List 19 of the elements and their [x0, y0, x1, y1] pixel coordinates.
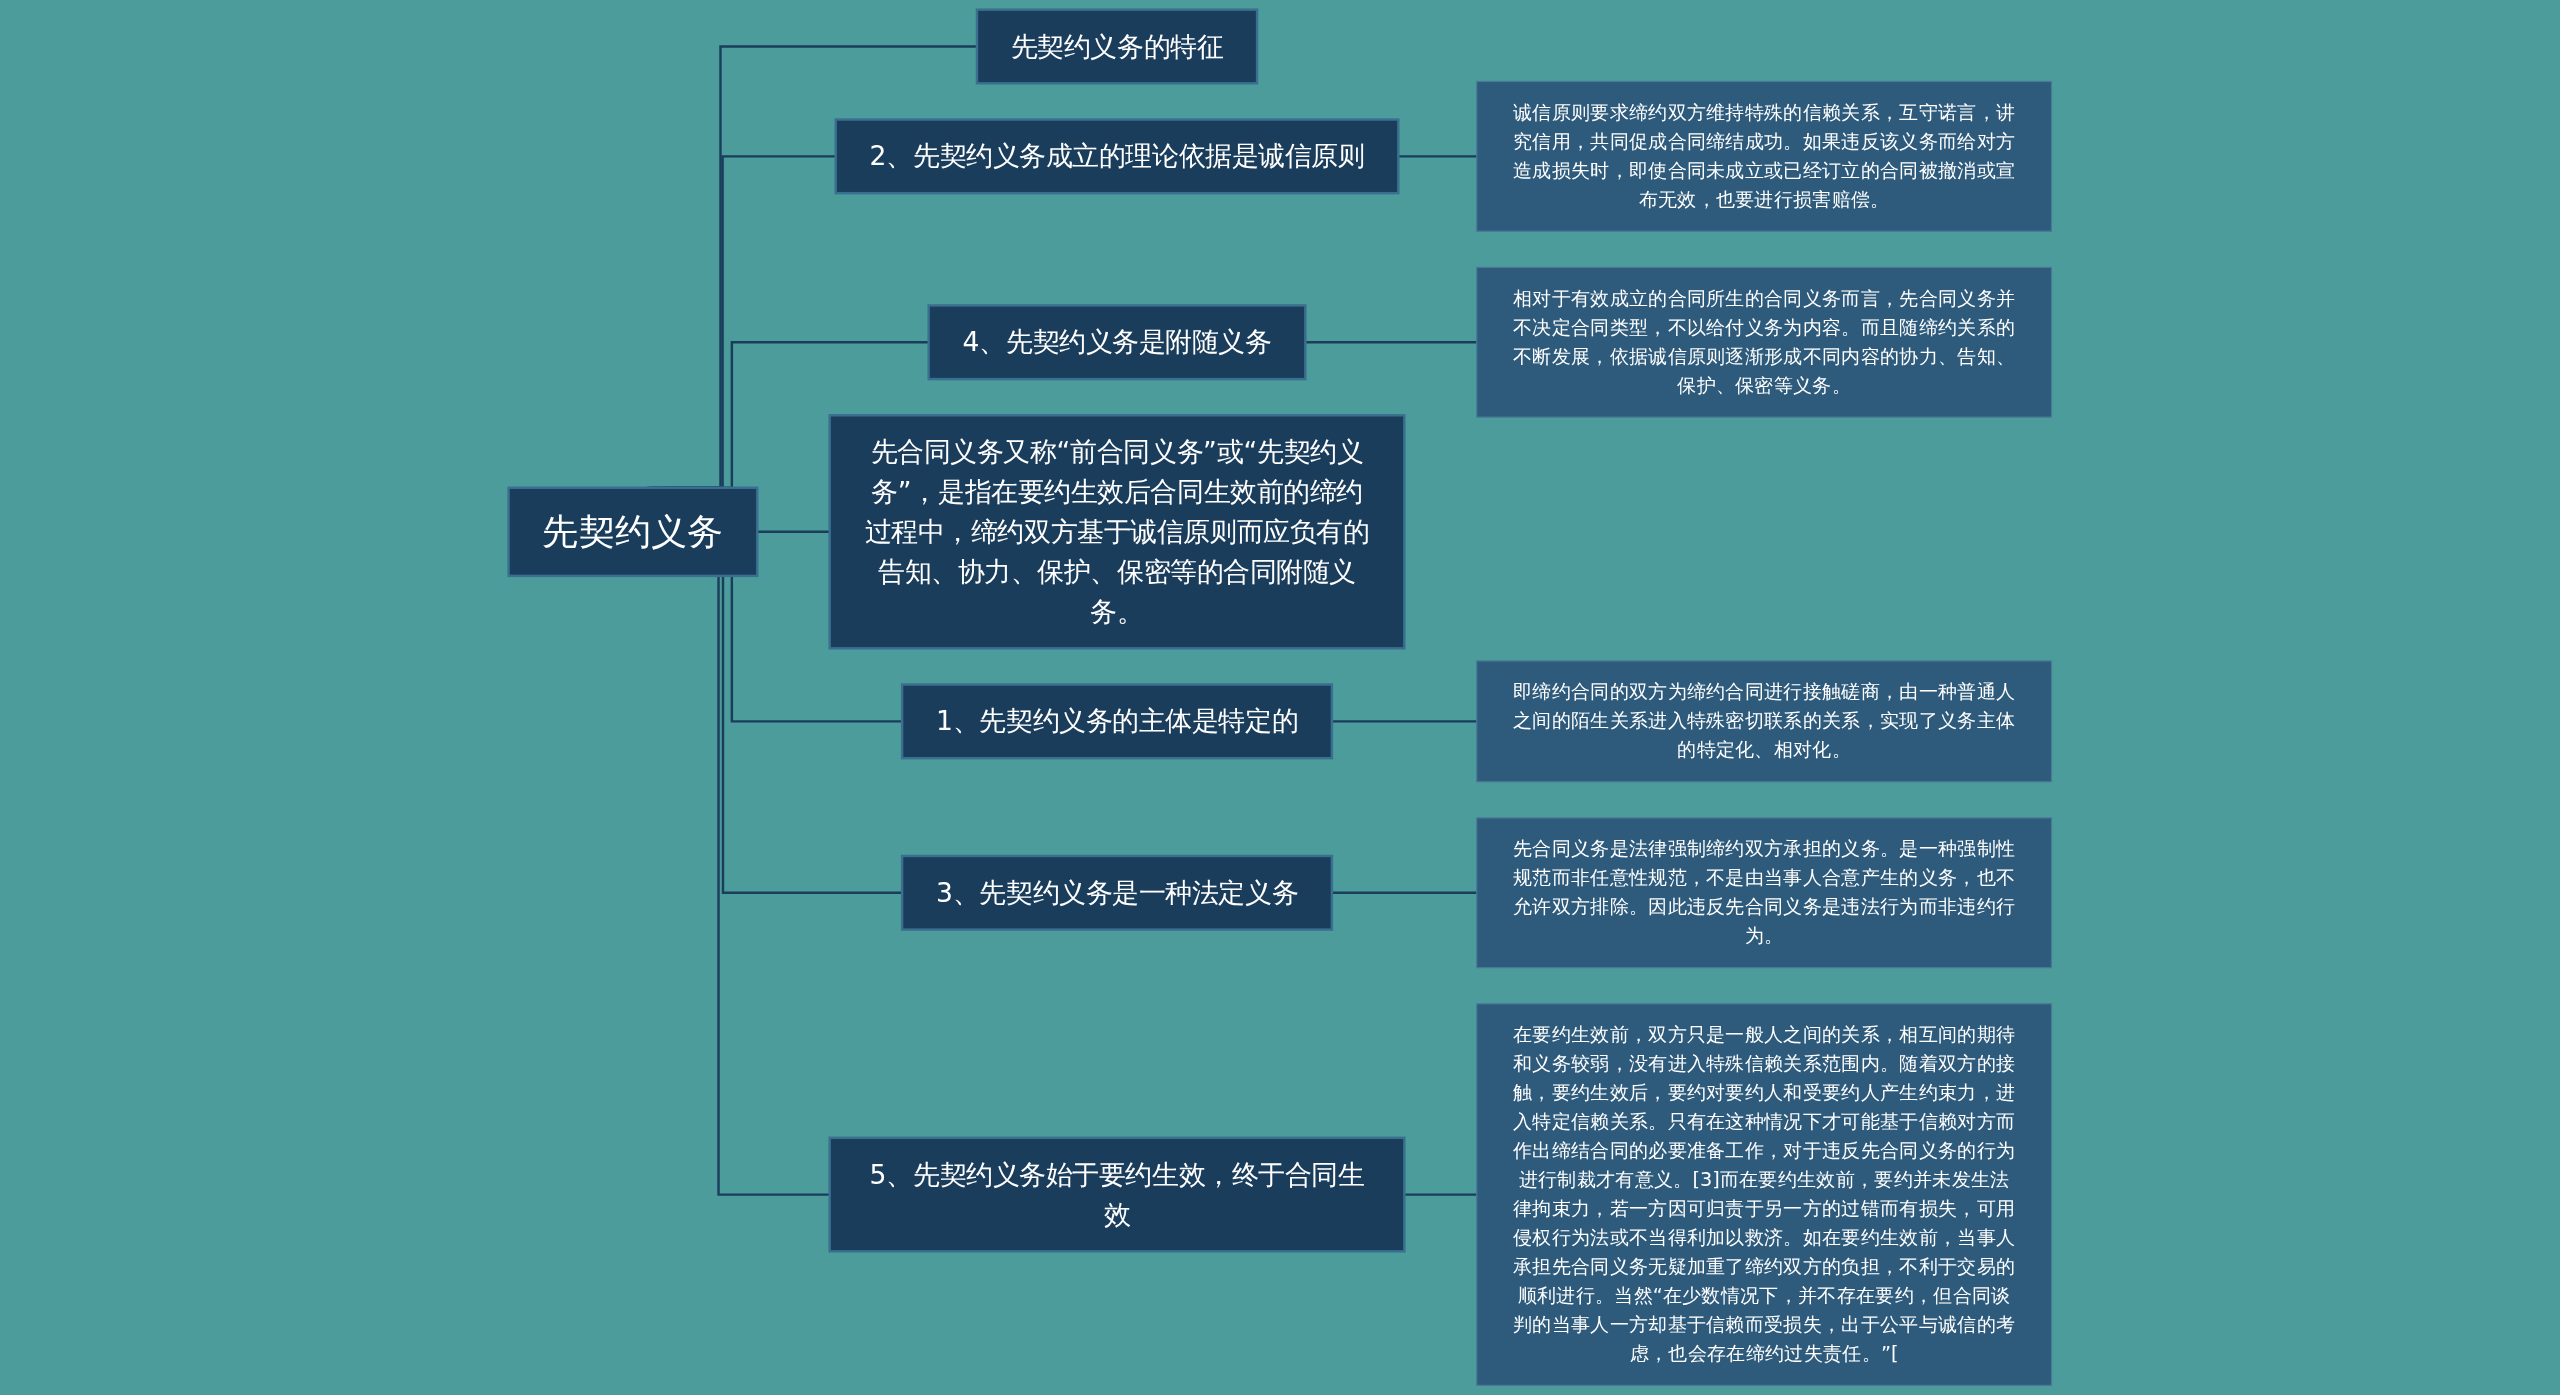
- connector: [1305, 341, 1477, 344]
- node-box: 相对于有效成立的合同所生的合同义务而言，先合同义务并不决定合同类型，不以给付义务为内容。而且随缔约关系的不断发展，依据诚信原则逐渐形成不同内容的协力、告知、保护、保密等义务。: [1476, 266, 2053, 418]
- node-box: 诚信原则要求缔约双方维持特殊的信赖关系，互守诺言，讲究信用，共同促成合同缔结成功。如果违反该义务而给对方造成损失时，即使合同未成立或已经订立的合同被撤消或宣布无效，也要进行损害赔偿。: [1476, 80, 2053, 232]
- node-box: 1、先契约义务的主体是特定的: [900, 683, 1334, 760]
- connector: [1331, 891, 1477, 894]
- node-box: 3、先契约义务是一种法定义务: [900, 854, 1334, 931]
- node-box: 5、先契约义务始于要约生效，终于合同生效: [828, 1136, 1406, 1253]
- node-box: 2、先契约义务成立的理论依据是诚信原则: [834, 118, 1400, 195]
- node-box: 先合同义务是法律强制缔约双方承担的义务。是一种强制性规范而非任意性规范，不是由当事人合意产生的义务，也不允许双方排除。因此违反先合同义务是违法行为而非违约行为。: [1476, 817, 2053, 969]
- node-box: 先契约义务的特征: [975, 8, 1259, 85]
- node-box: 即缔约合同的双方为缔约合同进行接触磋商，由一种普通人之间的陌生关系进入特殊密切联系的关系，实现了义务主体的特定化、相对化。: [1476, 660, 2053, 783]
- node-box: 4、先契约义务是附随义务: [927, 304, 1307, 381]
- connector: [1404, 1193, 1477, 1196]
- connector: [1331, 720, 1477, 723]
- connector: [757, 530, 830, 533]
- connector: [1398, 155, 1477, 158]
- node-box: 先合同义务又称“前合同义务”或“先契约义务”，是指在要约生效后合同生效前的缔约过程中，缔约双方基于诚信原则而应负有的告知、协力、保护、保密等的合同附随义务。: [828, 414, 1406, 650]
- node-box: 在要约生效前，双方只是一般人之间的关系，相互间的期待和义务较弱，没有进入特殊信赖关系范围内。随着双方的接触，要约生效后，要约对要约人和受要约人产生约束力，进入特定信赖关系。只有在这种情况下才可能基于信赖对方而作出缔结合同的必要准备工作，对于违反先合同义务的行为进行制裁才有意义。[3]而在要约生效前，要约并未发生法律拘束力，若一方因可归责于另一方的过错而有损失，可用侵权行为法或不当得利加以救济。如在要约生效前，当事人承担先合同义务无疑加重了缔约双方的负担，不利于交易的顺利进行。当然“在少数情况下，并不存在要约，但合同谈判的当事人一方却基于信赖而受损失，出于公平与诚信的考虑，也会存在缔约过失责任。”[: [1476, 1003, 2053, 1386]
- node-box: 先契约义务: [507, 486, 759, 578]
